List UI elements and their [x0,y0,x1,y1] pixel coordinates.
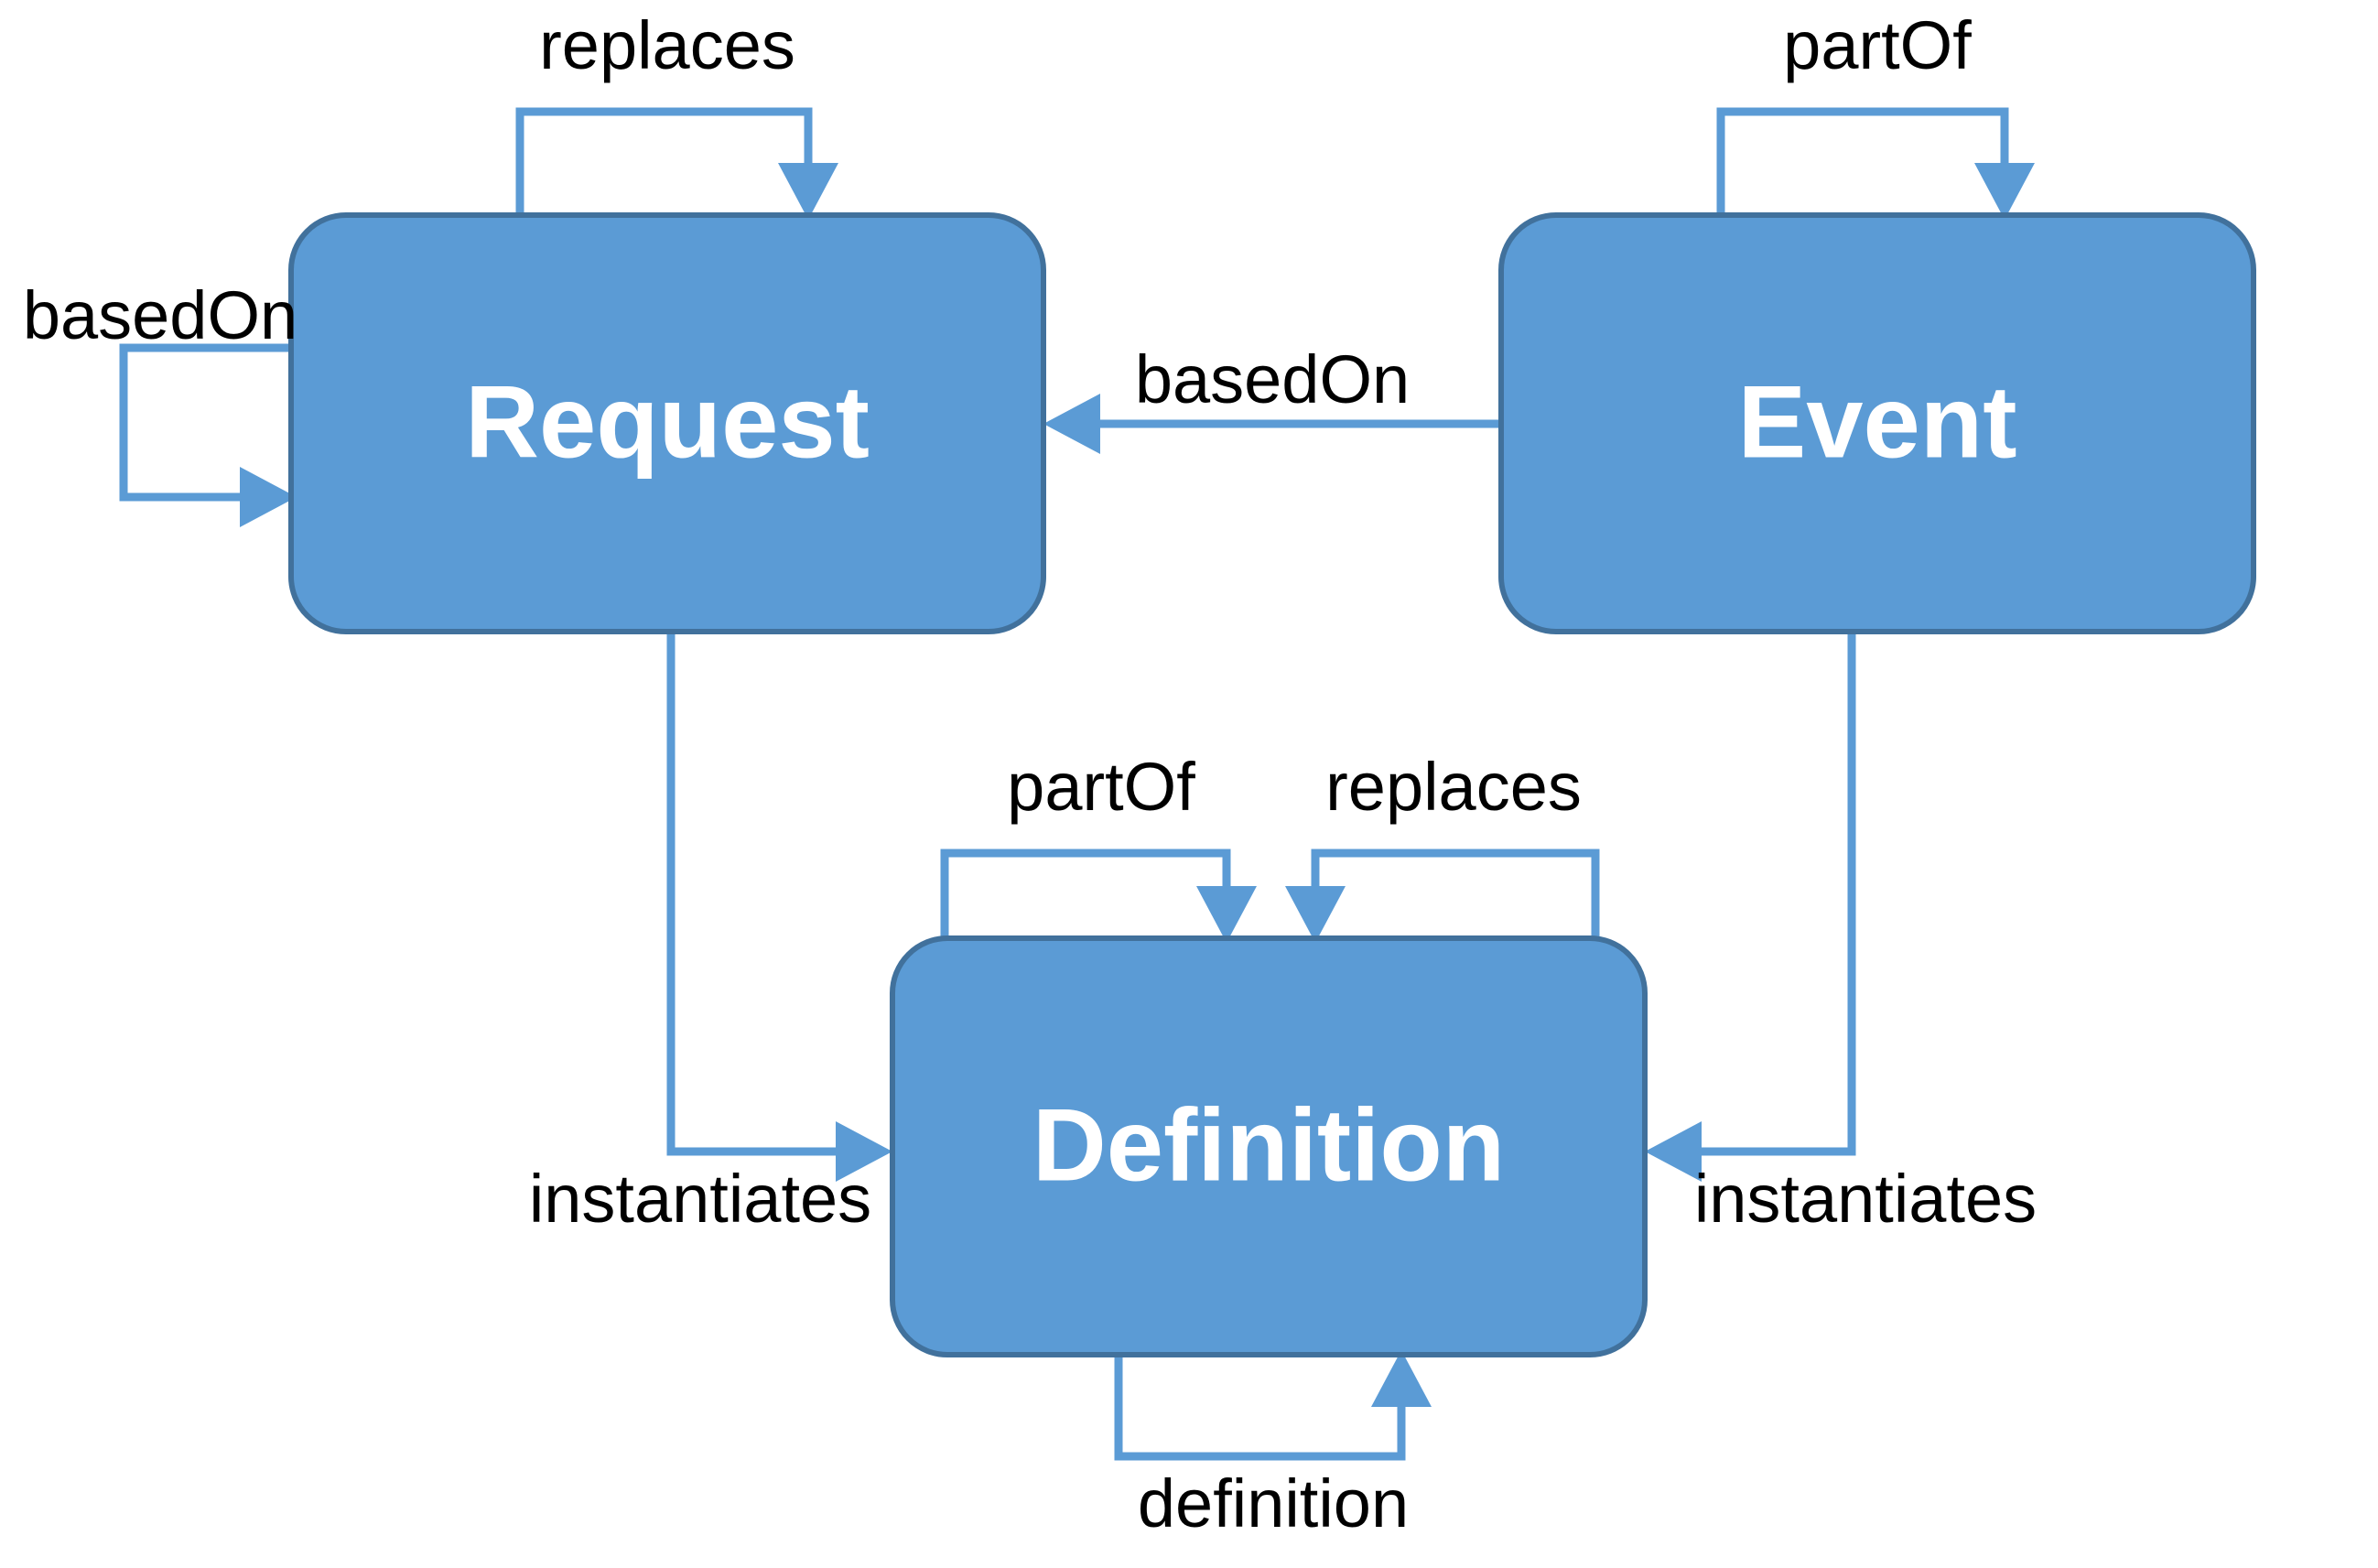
edge-label-replaces-request: replaces [539,7,795,83]
edge-request-instantiates-path [666,632,840,1156]
edge-definition-partof [940,849,1257,943]
edge-request-basedon-self-arrowhead [240,467,297,527]
edge-event-basedon-request [1043,394,1501,454]
edge-definition-definition-arrowhead [1371,1350,1432,1407]
edge-definition-definition [1114,1350,1432,1461]
edge-definition-partof-path [940,849,1231,938]
edge-label-partof-event: partOf [1783,7,1972,83]
edge-label-definition-definition: definition [1138,1465,1409,1541]
edge-event-instantiates [1645,632,1856,1182]
edge-event-instantiates-arrowhead [1645,1121,1702,1182]
node-event-label: Event [1738,365,2017,480]
edge-definition-definition-path [1114,1355,1406,1461]
edge-request-basedon-self [119,343,297,527]
edge-label-partof-definition: partOf [1007,749,1195,825]
node-request-label: Request [465,365,870,480]
edge-request-replaces-arrowhead [778,163,838,220]
edge-definition-replaces-arrowhead [1285,886,1346,943]
edge-request-replaces-path [515,107,813,215]
edge-request-basedon-self-path [119,343,291,502]
edge-definition-replaces [1285,849,1600,943]
edge-event-partof [1716,107,2035,220]
node-event-shape[interactable] [1498,212,2256,634]
node-definition-label: Definition [1032,1088,1505,1203]
edge-definition-replaces-path [1311,849,1600,938]
edge-label-instantiates-request: instantiates [529,1161,871,1237]
edge-label-instantiates-event: instantiates [1694,1161,2037,1237]
edge-event-partof-path [1716,107,2009,215]
node-event[interactable]: Event [1498,212,2256,634]
edge-event-partof-arrowhead [1974,163,2035,220]
edge-request-replaces [515,107,838,220]
edge-label-basedon-request-self: basedOn [23,277,297,353]
node-request-shape[interactable] [288,212,1046,634]
edge-label-replaces-definition: replaces [1325,749,1582,825]
edge-request-instantiates-arrowhead [836,1121,892,1182]
node-definition[interactable]: Definition [890,935,1648,1357]
edge-definition-partof-arrowhead [1196,886,1257,943]
edge-event-basedon-request-arrowhead [1043,394,1100,454]
edge-request-instantiates [666,632,892,1182]
node-request[interactable]: Request [288,212,1046,634]
node-definition-shape[interactable] [890,935,1648,1357]
edge-label-basedon-event-request: basedOn [1135,341,1410,417]
edge-event-instantiates-path [1698,632,1856,1156]
